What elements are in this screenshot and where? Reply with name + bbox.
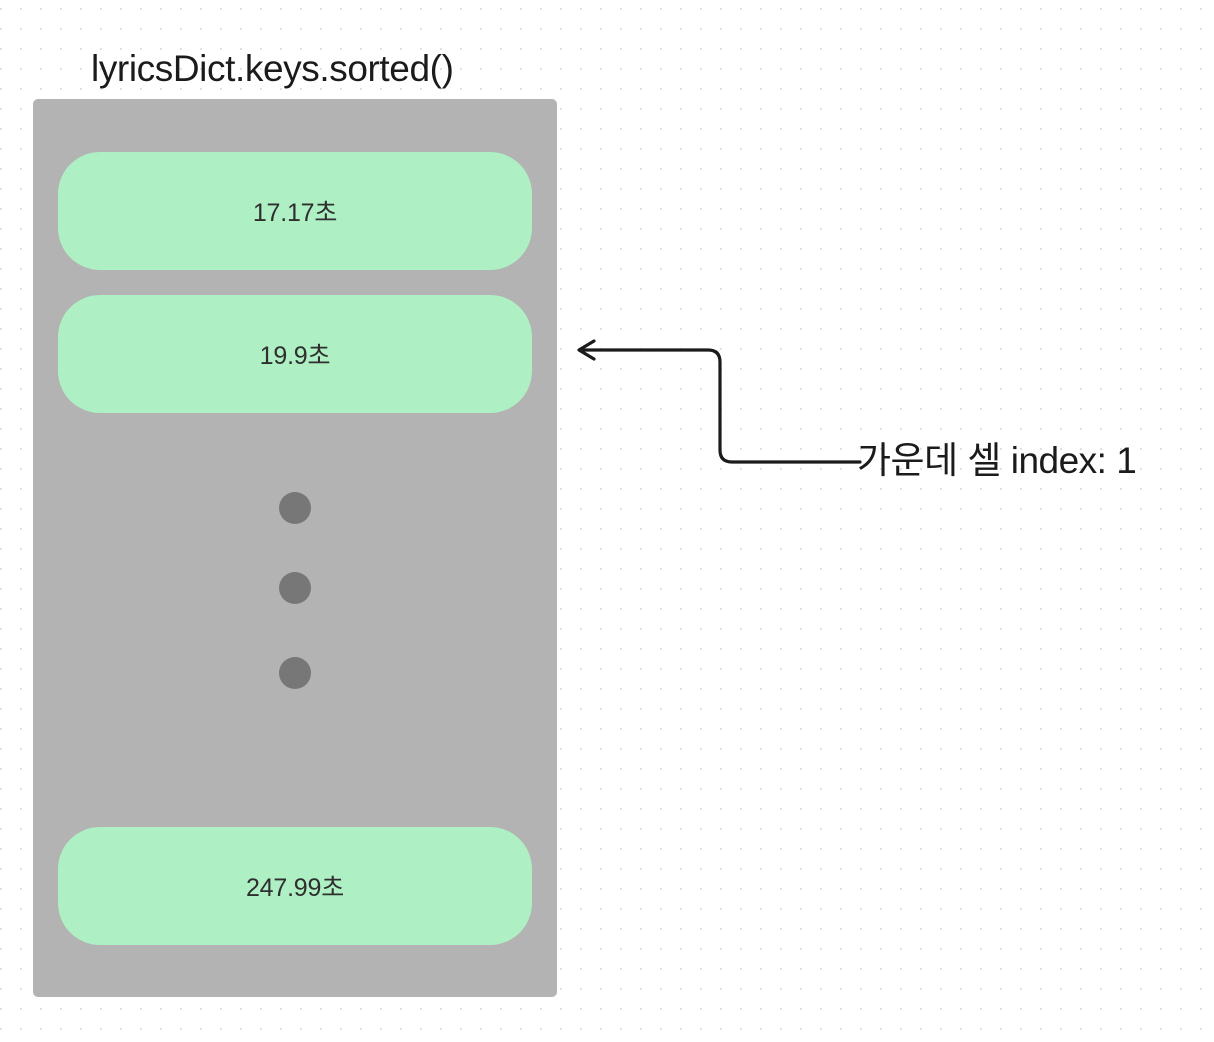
ellipsis-dot-icon <box>279 572 311 604</box>
table-row[interactable]: 247.99초 <box>58 827 532 945</box>
page-title: lyricsDict.keys.sorted() <box>91 48 454 89</box>
annotation-connector-arrow <box>577 339 862 464</box>
table-row[interactable]: 19.9초 <box>58 295 532 413</box>
ellipsis-dot-icon <box>279 492 311 524</box>
table-row[interactable]: 17.17초 <box>58 152 532 270</box>
table-container: 17.17초 19.9초 247.99초 <box>33 99 557 997</box>
cell-label: 17.17초 <box>252 199 338 227</box>
cell-label: 247.99초 <box>245 874 345 902</box>
ellipsis-dot-icon <box>279 657 311 689</box>
annotation-label: 가운데 셀 index: 1 <box>857 440 1137 481</box>
cell-label: 19.9초 <box>259 342 331 370</box>
